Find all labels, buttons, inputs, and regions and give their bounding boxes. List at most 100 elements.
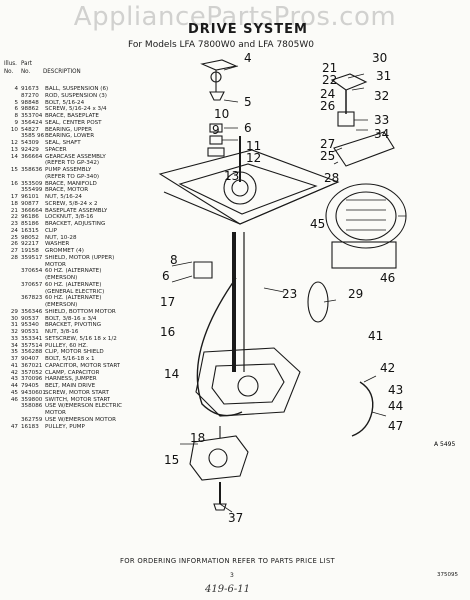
part-number: 367823 — [21, 295, 43, 302]
illus-number: 25 — [10, 234, 18, 241]
callout-c32: 32 — [374, 89, 389, 103]
illus-number: 8 — [14, 113, 18, 119]
illus-number: 24 — [10, 227, 18, 234]
ordering-note: FOR ORDERING INFORMATION REFER TO PARTS … — [120, 557, 336, 565]
part-number: 356346 — [21, 308, 43, 315]
watermark-text: AppliancePartsPros.com — [73, 2, 397, 32]
part-number — [21, 174, 45, 181]
callout-c27: 27 — [320, 137, 335, 151]
illus-number: 9 — [14, 119, 18, 126]
part-number: 367021 — [21, 362, 43, 369]
part-description: LOCKNUT, 3/8-16 — [45, 214, 94, 221]
part-description: 60 HZ. (ALTERNATE) — [45, 268, 102, 275]
part-description: HARNESS, JUMPER — [45, 376, 97, 383]
part-number: 98848 — [21, 99, 39, 106]
illus-number: 12 — [10, 140, 18, 146]
page-subtitle: For Models LFA 7800W0 and LFA 7805W0 — [128, 40, 314, 50]
callout-c14: 14 — [164, 367, 179, 381]
illus-number: 10 — [10, 126, 18, 133]
page-number: 3 — [230, 572, 234, 579]
part-description: (REFER TO GP-340) — [45, 173, 100, 180]
part-number: 353509 — [21, 180, 43, 187]
part-description: CAPACITOR, MOTOR START — [45, 362, 121, 369]
part-description: BOLT, 5/16-24 — [45, 99, 85, 106]
illus-number: 34 — [10, 342, 18, 349]
callout-c12: 12 — [246, 151, 261, 165]
callout-c44: 44 — [388, 399, 403, 413]
header-no-1: No. — [4, 67, 14, 75]
part-description: USE W/EMERSON MOTOR — [45, 416, 117, 423]
callout-c6b: 6 — [162, 269, 170, 283]
parts-row: MOTOR — [4, 262, 126, 269]
manifold-brace — [193, 261, 213, 279]
part-number: 98052 — [21, 234, 39, 241]
parts-row: (EMERSON) — [4, 302, 126, 309]
part-number: 358636 — [21, 167, 43, 173]
part-description: SETSCREW, 5/16 18 x 1/2 — [45, 335, 117, 342]
illus-number: 31 — [10, 322, 18, 329]
part-description: (EMERSON) — [45, 275, 78, 281]
part-description: SWITCH, MOTOR START — [45, 396, 111, 403]
illus-number — [4, 268, 21, 275]
part-number: 90877 — [21, 200, 39, 207]
suspension-ball-bracket — [200, 59, 238, 71]
parts-row: (EMERSON) — [4, 275, 126, 282]
part-description: SCREW, 5/16-24 x 3/4 — [45, 106, 107, 113]
part-description: SCREW, 5/8-24 x 2 — [45, 200, 98, 207]
parts-row: (REFER TO GP-342) — [4, 160, 126, 167]
capacitor — [307, 281, 329, 323]
illus-number — [4, 282, 21, 289]
part-number: 357514 — [21, 342, 43, 349]
part-number — [21, 160, 45, 167]
parts-table-header: Illus. Part No. No. DESCRIPTION — [4, 60, 124, 75]
part-description: PULLEY, PUMP — [45, 423, 85, 430]
illus-number: 45 — [10, 389, 18, 396]
part-description: WASHER — [45, 241, 70, 248]
callout-c23: 23 — [282, 287, 297, 301]
illus-number: 29 — [10, 308, 18, 315]
callout-c15: 15 — [164, 453, 179, 467]
bearing-upper — [209, 123, 223, 133]
callout-c34: 34 — [374, 127, 389, 141]
header-part: Part — [21, 60, 32, 67]
callout-c28: 28 — [324, 171, 339, 185]
callout-c13: 13 — [224, 169, 239, 183]
parts-row: (REFER TO GP-340) — [4, 174, 126, 181]
part-number: 359800 — [21, 396, 43, 403]
illus-number — [4, 275, 21, 282]
illus-number: 46 — [10, 396, 18, 403]
part-description: BOLT, 5/16-18 x 1 — [45, 356, 95, 362]
part-number: 353704 — [21, 113, 43, 119]
callout-c16: 16 — [160, 325, 175, 339]
callout-c45: 45 — [310, 217, 325, 231]
part-number: 359517 — [21, 254, 43, 261]
part-number: 357052 — [21, 369, 43, 376]
part-number: 19158 — [21, 248, 39, 254]
document-reference: 375095 — [437, 572, 458, 578]
part-description: SEAL, CENTER POST — [45, 119, 102, 126]
part-description: 60 HZ. (ALTERNATE) — [45, 295, 102, 302]
illus-number: 13 — [10, 146, 18, 153]
part-number — [21, 410, 45, 417]
part-description: BRACKET, PIVOTING — [45, 322, 102, 329]
part-number: 54309 — [21, 140, 39, 146]
